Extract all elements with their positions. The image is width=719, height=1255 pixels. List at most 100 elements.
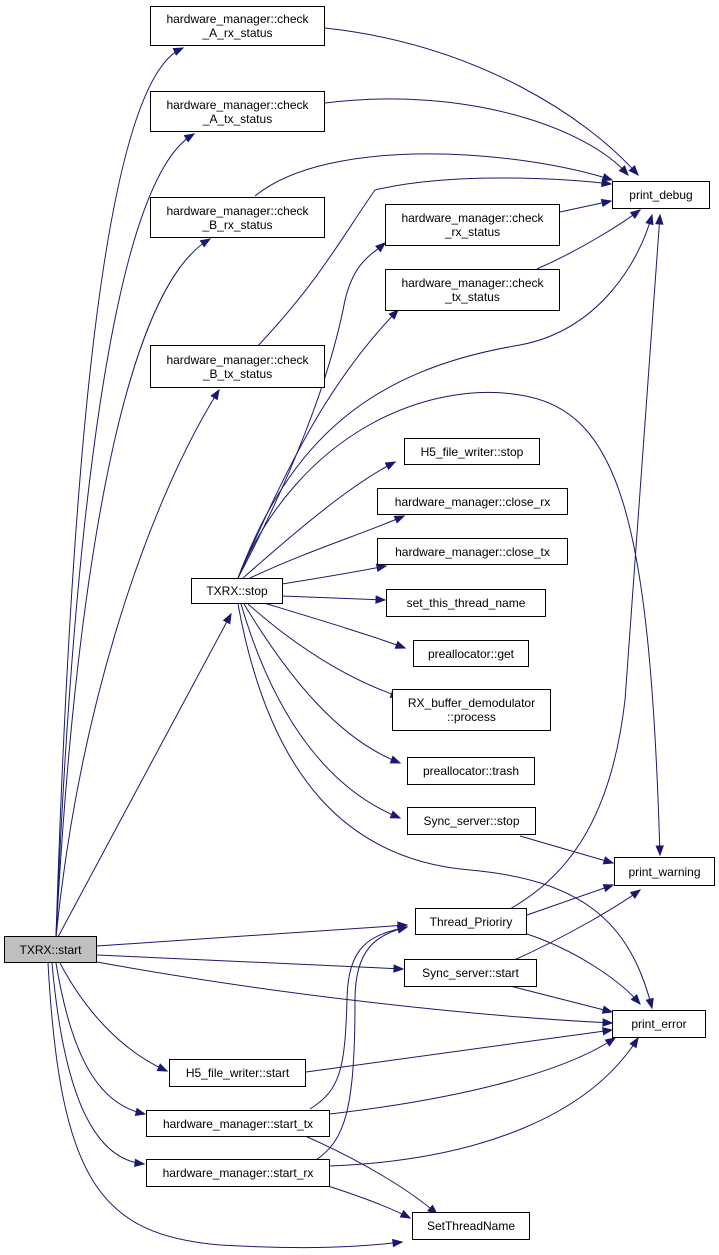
- node-check-tx[interactable]: hardware_manager::check _tx_status: [385, 269, 560, 311]
- node-h5-stop[interactable]: H5_file_writer::stop: [404, 438, 540, 465]
- edge-txrx-start-to-txrx-stop: [57, 613, 232, 938]
- node-label: preallocator::trash: [422, 764, 520, 778]
- arrowhead: [183, 133, 196, 143]
- node-h5-start[interactable]: H5_file_writer::start: [169, 1059, 306, 1087]
- node-label: TXRX::start: [19, 942, 82, 957]
- edge-txrx-start-to-start-tx: [55, 962, 146, 1115]
- edge-check-b-tx-to-print-debug: [254, 177, 612, 350]
- arrowhead: [602, 884, 615, 893]
- arrowhead: [134, 1107, 147, 1117]
- node-label: _A_rx_status: [202, 26, 273, 40]
- node-label: _B_rx_status: [202, 217, 273, 232]
- arrowhead: [393, 515, 406, 524]
- node-check-b-tx[interactable]: hardware_manager::check _B_tx_status: [150, 345, 325, 388]
- edge-txrx-stop-to-close-rx: [249, 515, 405, 579]
- node-label: Sync_server::start: [422, 966, 519, 980]
- edge-start-rx-to-set-thread-name: [327, 1185, 411, 1219]
- arrow-layer: [134, 47, 664, 1248]
- node-prealloc-trash[interactable]: preallocator::trash: [407, 757, 535, 785]
- edge-thread-prio-to-print-warning: [526, 884, 614, 916]
- node-label: _tx_status: [445, 290, 500, 304]
- arrowhead: [601, 178, 613, 188]
- arrowhead: [602, 856, 615, 865]
- edge-txrx-stop-to-rx-buffer: [247, 603, 401, 698]
- edge-check-a-tx-to-print-debug: [324, 98, 629, 176]
- edge-h5-start-to-print-error: [305, 1029, 613, 1073]
- node-label: TXRX::stop: [206, 584, 268, 598]
- node-close-rx[interactable]: hardware_manager::close_rx: [377, 488, 568, 515]
- arrowhead: [389, 755, 402, 764]
- arrowhead: [655, 845, 664, 857]
- node-label: hardware_manager::check: [166, 352, 309, 367]
- arrowhead: [172, 47, 185, 56]
- arrowhead: [389, 810, 402, 819]
- node-sync-stop[interactable]: Sync_server::stop: [407, 807, 536, 835]
- node-label: ::process: [447, 710, 496, 724]
- node-txrx-stop[interactable]: TXRX::stop: [191, 578, 283, 604]
- edge-txrx-stop-to-h5-stop: [242, 461, 396, 579]
- node-label: print_debug: [629, 188, 693, 202]
- arrowhead: [618, 165, 629, 177]
- arrowhead: [399, 1209, 412, 1219]
- arrowhead: [396, 925, 409, 934]
- edge-txrx-stop-to-prealloc-trash: [243, 603, 401, 764]
- edge-layer: [47, 27, 661, 1249]
- arrowhead: [602, 1018, 614, 1027]
- node-label: hardware_manager::start_tx: [162, 1116, 314, 1131]
- node-label: SetThreadName: [426, 1219, 516, 1233]
- arrowhead: [629, 889, 642, 900]
- node-rx-buffer-process[interactable]: RX_buffer_demodulator ::process: [392, 689, 551, 731]
- node-label: hardware_manager::close_tx: [395, 544, 550, 559]
- arrowhead: [222, 612, 232, 625]
- edge-check-a-rx-to-print-debug: [324, 27, 639, 176]
- arrowhead: [375, 242, 387, 253]
- node-print-debug[interactable]: print_debug: [612, 181, 710, 209]
- node-thread-prioriry[interactable]: Thread_Prioriry: [415, 908, 527, 935]
- arrowhead: [629, 209, 642, 220]
- arrowhead: [375, 595, 387, 604]
- edge-start-rx-to-print-error: [329, 1037, 639, 1167]
- node-check-rx[interactable]: hardware_manager::check _rx_status: [385, 204, 560, 246]
- edge-thread-prio-to-print-error: [526, 933, 641, 1005]
- node-label: RX_buffer_demodulator: [407, 696, 536, 710]
- node-start-rx[interactable]: hardware_manager::start_rx: [146, 1159, 330, 1187]
- node-label: hardware_manager::start_rx: [162, 1166, 314, 1180]
- arrowhead: [600, 198, 613, 208]
- edge-txrx-start-to-check-a-rx: [55, 47, 184, 938]
- edge-txrx-stop-to-set-name: [281, 595, 386, 601]
- arrowhead: [393, 964, 405, 973]
- node-label: print_error: [631, 1017, 687, 1031]
- arrowhead: [604, 1037, 617, 1047]
- arrowhead: [601, 1005, 614, 1014]
- node-check-b-rx[interactable]: hardware_manager::check _B_rx_status: [150, 197, 325, 238]
- node-label: _A_tx_status: [202, 111, 273, 126]
- node-label: Thread_Prioriry: [429, 914, 513, 929]
- edge-txrx-start-to-set-thread-name: [47, 962, 403, 1249]
- node-check-a-tx[interactable]: hardware_manager::check _A_tx_status: [150, 91, 325, 132]
- node-close-tx[interactable]: hardware_manager::close_tx: [377, 538, 568, 565]
- edge-txrx-stop-to-sync-stop: [240, 603, 401, 819]
- edge-txrx-stop-to-check-tx: [237, 309, 399, 579]
- arrowhead: [629, 1036, 639, 1049]
- arrowhead: [210, 388, 220, 401]
- node-set-thread-name[interactable]: SetThreadName: [412, 1212, 530, 1240]
- node-set-this-thread-name[interactable]: set_this_thread_name: [386, 589, 546, 617]
- node-label: hardware_manager::check: [166, 12, 309, 26]
- node-prealloc-get[interactable]: preallocator::get: [413, 640, 529, 667]
- node-label: set_this_thread_name: [406, 596, 526, 610]
- node-label: print_warning: [628, 864, 701, 879]
- node-check-a-rx[interactable]: hardware_manager::check _A_rx_status: [150, 6, 325, 46]
- arrowhead: [645, 997, 654, 1010]
- node-print-error[interactable]: print_error: [612, 1010, 706, 1038]
- node-label: H5_file_writer::stop: [420, 444, 524, 459]
- node-sync-start[interactable]: Sync_server::start: [404, 959, 537, 987]
- arrowhead: [134, 1158, 146, 1168]
- arrowhead: [628, 165, 639, 177]
- arrowhead: [394, 640, 407, 649]
- node-print-warning[interactable]: print_warning: [614, 857, 715, 886]
- arrowhead: [655, 213, 664, 225]
- edge-sync-stop-to-print-warning: [519, 835, 614, 864]
- edge-txrx-start-to-thread-prio: [96, 924, 408, 947]
- node-start-tx[interactable]: hardware_manager::start_tx: [146, 1110, 330, 1137]
